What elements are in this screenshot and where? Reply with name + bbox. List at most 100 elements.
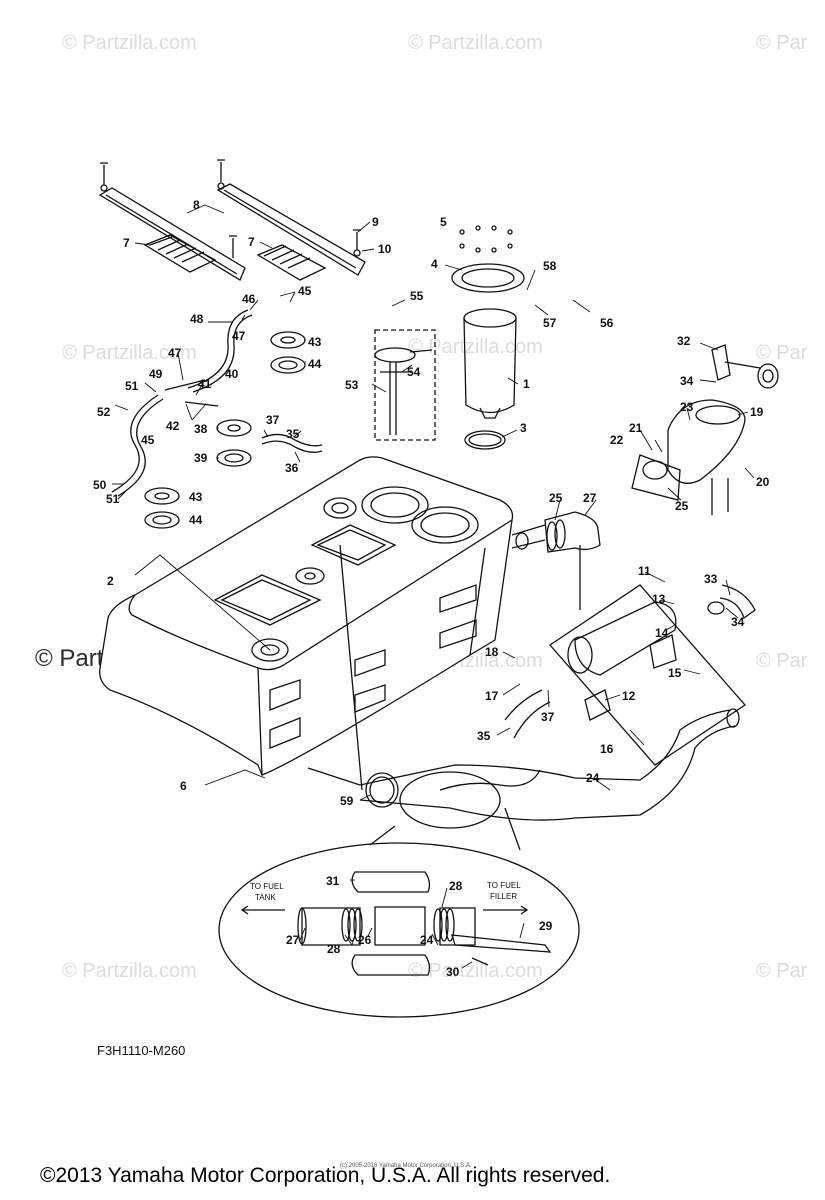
callout: 27 <box>286 933 300 947</box>
watermark: © Partzilla.com <box>408 32 543 54</box>
callout: 25 <box>675 499 689 513</box>
callout: 24 <box>586 771 600 785</box>
callout: 20 <box>756 475 770 489</box>
callout: 43 <box>189 490 203 504</box>
fine-print: (c) 2005-2016 Yamaha Motor Corporation, … <box>340 1163 472 1169</box>
copyright-notice: ©2013 Yamaha Motor Corporation, U.S.A. A… <box>40 1164 611 1187</box>
callout-labels: 1 2 3 4 5 6 7 7 8 9 10 11 12 13 14 15 16… <box>93 198 770 979</box>
watermark: © Partzilla.com <box>62 32 197 54</box>
detail-inset <box>218 771 580 1018</box>
callout: 44 <box>189 513 203 527</box>
callout: 58 <box>543 259 557 273</box>
callout: 10 <box>378 242 392 256</box>
callout: 5 <box>440 215 447 229</box>
callout: 9 <box>372 215 379 229</box>
callout: 4 <box>431 257 438 271</box>
callout: 50 <box>93 478 107 492</box>
callout: 11 <box>638 564 651 578</box>
watermark: © Partzilla.com <box>62 342 197 364</box>
callout: 51 <box>125 379 139 393</box>
callout: 34 <box>731 615 745 629</box>
watermark: © Partzilla.com <box>408 960 543 982</box>
callout: 24 <box>420 933 434 947</box>
callout: 57 <box>543 316 557 330</box>
callout: 21 <box>629 421 643 435</box>
callout: 47 <box>168 346 182 360</box>
callout: 37 <box>266 413 280 427</box>
watermark: © Partzilla.com <box>62 960 197 982</box>
callout: 28 <box>327 942 341 956</box>
callout: 45 <box>298 284 312 298</box>
fuel-filter <box>549 584 756 766</box>
callout: 34 <box>680 374 694 388</box>
fuel-sender <box>374 329 436 441</box>
detail-notes: TO FUEL TANK TO FUEL FILLER <box>250 881 521 902</box>
callout: 55 <box>410 289 424 303</box>
fuel-tank <box>99 456 546 776</box>
watermark: © Par <box>756 650 808 672</box>
callout: 33 <box>704 572 718 586</box>
callout: 48 <box>190 312 204 326</box>
callout: 14 <box>655 626 669 640</box>
fuel-pump <box>451 225 525 450</box>
leader-lines <box>112 204 755 969</box>
callout: 39 <box>194 451 208 465</box>
callout: 6 <box>180 779 187 793</box>
callout: 13 <box>652 592 666 606</box>
callout: 29 <box>539 919 553 933</box>
callout: 12 <box>622 689 636 703</box>
callout: 7 <box>248 235 255 249</box>
callout: 23 <box>680 400 694 414</box>
callout: 1 <box>523 377 530 391</box>
callout: 19 <box>750 405 764 419</box>
callout: 45 <box>141 433 155 447</box>
callout: 32 <box>677 334 691 348</box>
callout: 26 <box>358 933 372 947</box>
watermark: © Par <box>756 32 808 54</box>
callout: 49 <box>149 367 163 381</box>
hose-joint <box>544 511 601 553</box>
note-to-fuel-filler: TO FUEL <box>487 881 521 890</box>
watermark: © Par <box>756 342 808 364</box>
callout: 25 <box>549 491 563 505</box>
fuel-pipes <box>307 544 740 821</box>
callout: 59 <box>340 794 354 808</box>
callout: 8 <box>193 198 200 212</box>
callout: 35 <box>286 427 300 441</box>
callout: 47 <box>232 329 246 343</box>
callout: 35 <box>477 729 491 743</box>
filler-neck <box>631 344 779 515</box>
callout: 7 <box>123 236 130 250</box>
callout: 27 <box>583 491 597 505</box>
callout: 38 <box>194 422 208 436</box>
callout: 30 <box>446 965 460 979</box>
callout: 51 <box>106 492 120 506</box>
callout: 37 <box>541 710 555 724</box>
callout: 41 <box>198 377 212 391</box>
note-to-fuel-tank: TO FUEL <box>250 882 284 891</box>
callout: 40 <box>225 367 239 381</box>
vent-hoses <box>111 309 323 497</box>
callout: 17 <box>485 689 499 703</box>
callout: 42 <box>166 419 180 433</box>
callout: 16 <box>600 742 614 756</box>
callout: 53 <box>345 378 359 392</box>
watermark: © Par <box>756 960 808 982</box>
callout: 46 <box>242 292 256 306</box>
callout: 31 <box>326 874 340 888</box>
callout: 3 <box>520 421 527 435</box>
watermark: © Partzilla.com <box>408 336 543 358</box>
callout: 43 <box>308 335 322 349</box>
tank-straps <box>98 159 366 281</box>
callout: 15 <box>668 666 682 680</box>
note-to-fuel-tank: TANK <box>255 893 276 902</box>
callout: 56 <box>600 316 614 330</box>
diagram-code: F3H1110-M260 <box>97 1043 186 1058</box>
callout: 44 <box>308 357 322 371</box>
callout: 2 <box>107 574 114 588</box>
callout: 52 <box>97 405 111 419</box>
callout: 54 <box>407 365 421 379</box>
note-to-fuel-filler: FILLER <box>490 892 517 901</box>
callout: 36 <box>285 461 299 475</box>
